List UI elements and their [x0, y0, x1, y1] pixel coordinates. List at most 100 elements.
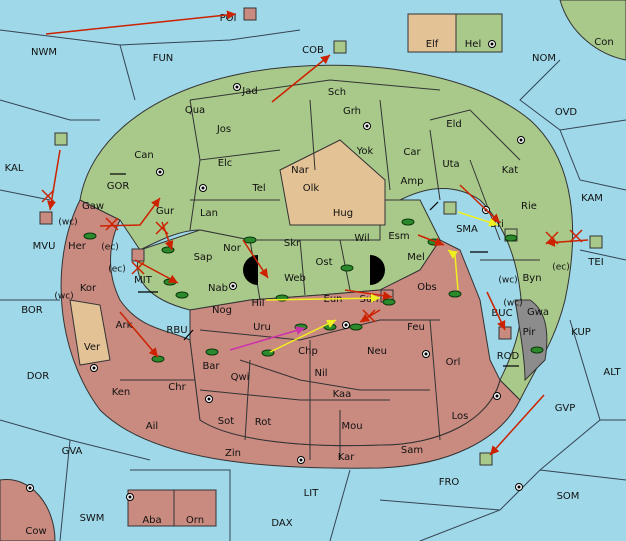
svg-text:Gwa: Gwa: [527, 307, 549, 318]
svg-text:OVD: OVD: [555, 107, 578, 118]
svg-text:Rot: Rot: [255, 417, 272, 428]
svg-text:Can: Can: [134, 150, 153, 161]
svg-text:Qua: Qua: [185, 105, 205, 116]
svg-text:LIT: LIT: [304, 488, 320, 499]
svg-text:Jos: Jos: [216, 124, 231, 135]
svg-text:KAL: KAL: [5, 163, 24, 174]
territory-nar-olk-hug[interactable]: [279, 139, 386, 226]
svg-text:(wc): (wc): [58, 218, 77, 228]
svg-text:FRO: FRO: [439, 477, 460, 488]
svg-text:Jad: Jad: [241, 86, 257, 97]
svg-text:Zin: Zin: [225, 448, 241, 459]
svg-text:Uta: Uta: [442, 159, 459, 170]
svg-text:Los: Los: [452, 411, 469, 422]
svg-text:Feu: Feu: [407, 322, 425, 333]
svg-text:Bar: Bar: [202, 361, 220, 372]
svg-text:Kar: Kar: [338, 452, 356, 463]
svg-text:Lan: Lan: [200, 208, 218, 219]
svg-text:SMA: SMA: [456, 224, 478, 235]
cut-markers: [41, 189, 583, 323]
svg-text:DOR: DOR: [27, 371, 50, 382]
legend-hel: Hel: [465, 39, 481, 50]
territory-borders: [120, 79, 540, 460]
svg-text:(wc): (wc): [498, 276, 517, 286]
svg-text:Pir: Pir: [523, 327, 537, 338]
svg-text:FUN: FUN: [153, 53, 174, 64]
svg-text:Ver: Ver: [84, 342, 101, 353]
territory-pir[interactable]: [514, 299, 548, 382]
svg-text:KUP: KUP: [571, 327, 591, 338]
svg-text:Ken: Ken: [112, 387, 131, 398]
svg-text:Nab: Nab: [208, 283, 228, 294]
svg-text:MIT: MIT: [134, 275, 153, 286]
svg-text:(ec): (ec): [552, 263, 570, 273]
labels: POI COB NWM FUN NOM Con OVD KAL KAM MVU …: [5, 13, 622, 537]
svg-text:Her: Her: [68, 241, 87, 252]
svg-text:Skr: Skr: [284, 238, 301, 249]
svg-text:ALT: ALT: [603, 367, 621, 378]
svg-text:Sap: Sap: [194, 252, 213, 263]
legend-elf: Elf: [426, 39, 439, 50]
svg-text:Elc: Elc: [218, 158, 233, 169]
ring-marker-east: [370, 255, 385, 285]
sea-borders: [0, 29, 626, 541]
svg-text:Chp: Chp: [298, 346, 318, 357]
svg-text:Gur: Gur: [156, 206, 175, 217]
svg-text:Web: Web: [284, 273, 306, 284]
svg-text:SWM: SWM: [80, 513, 105, 524]
svg-text:Nil: Nil: [314, 368, 327, 379]
svg-text:Kaa: Kaa: [333, 389, 352, 400]
svg-text:Amp: Amp: [401, 176, 424, 187]
svg-text:TEI: TEI: [587, 257, 603, 268]
svg-text:Ark: Ark: [116, 320, 133, 331]
region-north[interactable]: [79, 64, 574, 401]
region-south-inner[interactable]: [189, 239, 501, 447]
svg-text:Eld: Eld: [446, 119, 461, 130]
svg-text:(wc): (wc): [54, 292, 73, 302]
svg-text:NOM: NOM: [532, 53, 556, 64]
svg-text:Kat: Kat: [502, 165, 519, 176]
svg-text:Mou: Mou: [341, 421, 362, 432]
svg-text:Obs: Obs: [417, 282, 436, 293]
svg-text:Ost: Ost: [315, 257, 332, 268]
svg-text:KAM: KAM: [581, 193, 603, 204]
svg-text:ROD: ROD: [497, 351, 520, 362]
territory-aba[interactable]: [127, 489, 175, 527]
svg-text:Hil: Hil: [251, 298, 264, 309]
svg-text:Nog: Nog: [212, 305, 232, 316]
svg-text:Car: Car: [403, 147, 421, 158]
territory-orn[interactable]: [173, 489, 217, 527]
svg-text:Sam: Sam: [401, 445, 423, 456]
svg-text:Con: Con: [594, 37, 613, 48]
svg-text:GOR: GOR: [107, 181, 130, 192]
svg-text:Orn: Orn: [186, 515, 204, 526]
territory-ver[interactable]: [69, 299, 111, 366]
svg-text:Yok: Yok: [356, 146, 374, 157]
svg-text:(wc): (wc): [503, 299, 522, 309]
svg-text:GVA: GVA: [62, 446, 83, 457]
svg-text:GVP: GVP: [555, 403, 576, 414]
svg-text:COB: COB: [302, 45, 324, 56]
svg-text:Chr: Chr: [168, 382, 186, 393]
svg-text:BUC: BUC: [491, 308, 512, 319]
ring-marker-west: [243, 255, 258, 285]
svg-text:Kor: Kor: [80, 283, 97, 294]
svg-text:Neu: Neu: [367, 346, 387, 357]
svg-text:Mel: Mel: [407, 252, 425, 263]
svg-text:Sch: Sch: [328, 87, 346, 98]
svg-text:SOM: SOM: [557, 491, 580, 502]
legend-elf-box: [407, 13, 457, 53]
supply-centers: [26, 40, 525, 501]
svg-text:Rie: Rie: [521, 201, 537, 212]
magenta-order: [229, 326, 306, 351]
svg-text:Qwi: Qwi: [231, 372, 250, 383]
svg-text:Ail: Ail: [146, 421, 158, 432]
svg-text:MVU: MVU: [33, 241, 56, 252]
svg-text:Orl: Orl: [446, 357, 461, 368]
svg-text:RBU: RBU: [166, 325, 187, 336]
coast-links: [110, 173, 519, 367]
svg-text:Hug: Hug: [333, 208, 353, 219]
svg-text:(ec): (ec): [108, 265, 126, 275]
svg-text:Grh: Grh: [343, 106, 361, 117]
